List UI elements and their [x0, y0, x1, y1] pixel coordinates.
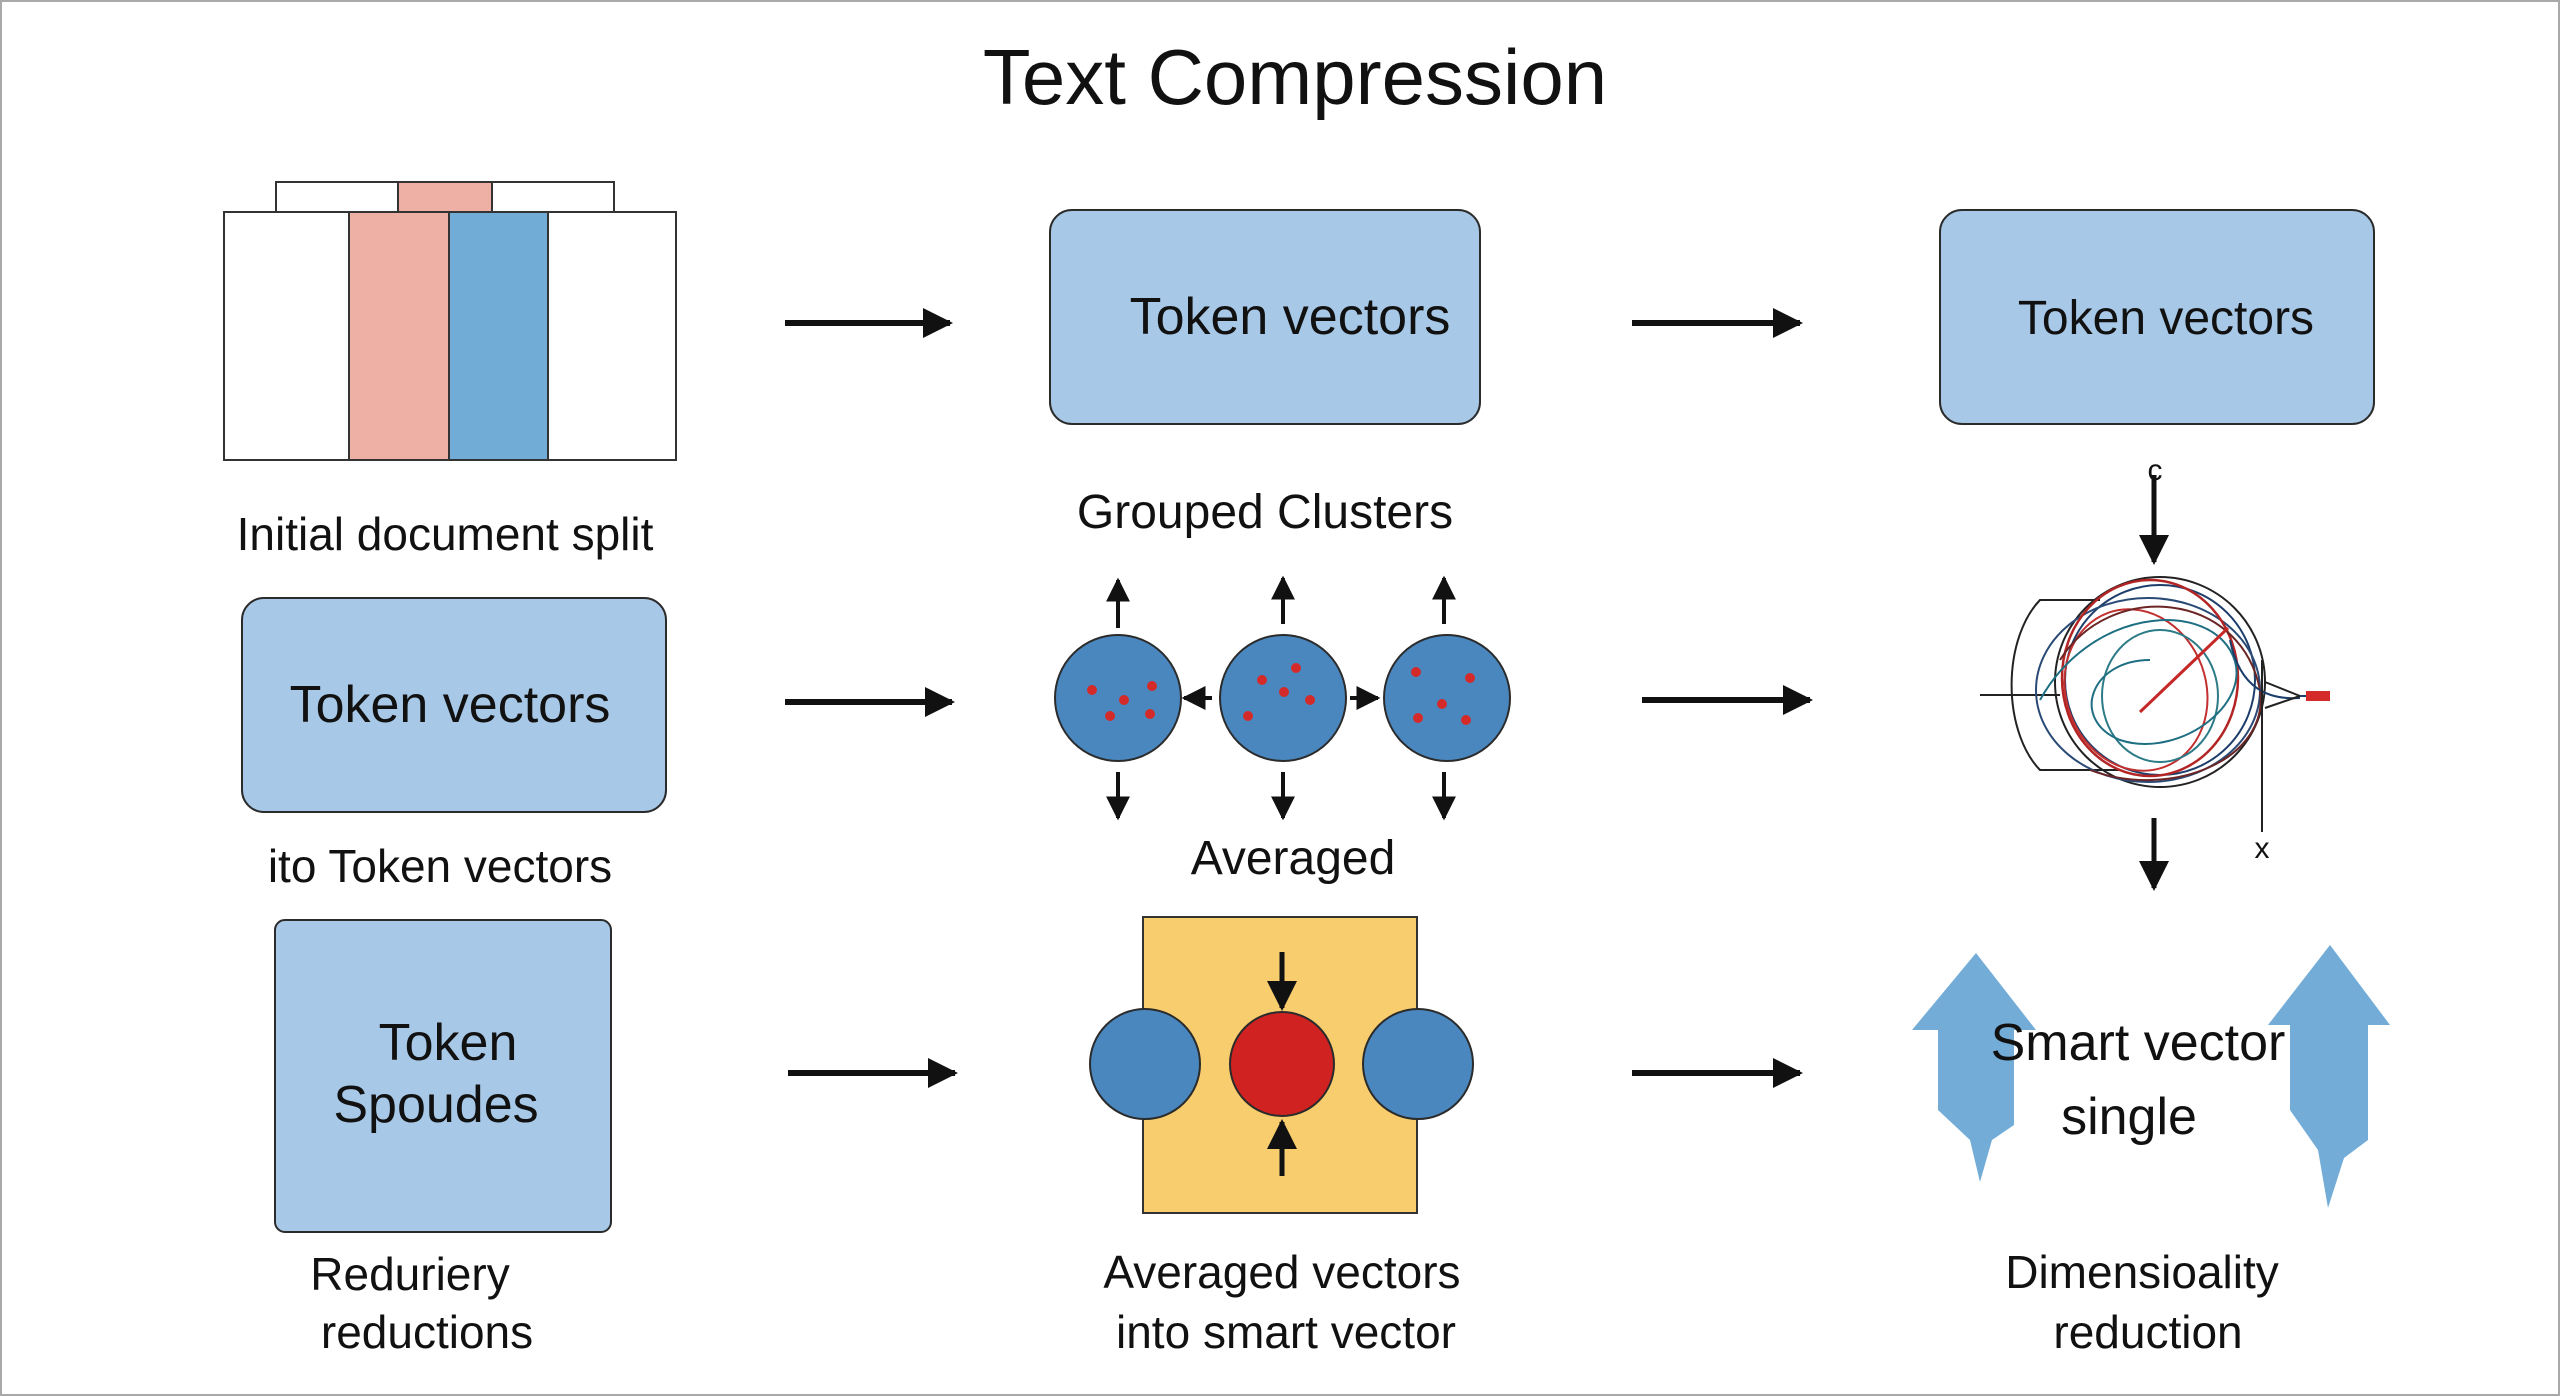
caption-averaged: Averaged	[1191, 832, 1396, 885]
token-spoudes-line1: Token	[379, 1014, 518, 1072]
token-vectors-box-row1-middle: Token vectors	[1049, 209, 1481, 425]
cluster-circle-middle	[1219, 634, 1347, 762]
caption-initial-document-split: Initial document split	[237, 508, 654, 560]
cluster-circle-left	[1054, 634, 1182, 762]
vector-circle-right	[1362, 1008, 1474, 1120]
caption-ito-token-vectors: ito Token vectors	[268, 840, 612, 892]
axis-label-c: c	[2148, 454, 2163, 487]
caption-reduriery-line2: reductions	[321, 1306, 533, 1358]
caption-dimensionality-line2: reduction	[2053, 1306, 2242, 1358]
caption-dimensionality-line1: Dimensioality	[2005, 1246, 2279, 1298]
token-spoudes-box: Token Spoudes	[274, 919, 612, 1233]
diagram-title: Text Compression	[983, 33, 1607, 121]
token-vectors-label: Token vectors	[2018, 292, 2314, 345]
cluster-group	[1054, 575, 1511, 821]
smart-vector-label-line1: Smart vector	[1991, 1014, 2286, 1072]
projection-scribble-illustration: c x	[1980, 454, 2330, 891]
token-vectors-label: Token vectors	[1130, 288, 1451, 346]
cluster-circle-right	[1383, 634, 1511, 762]
up-arrow-right-icon	[2268, 945, 2390, 1208]
caption-averaged-vectors-line2: into smart vector	[1116, 1306, 1456, 1358]
token-spoudes-line2: Spoudes	[333, 1076, 538, 1134]
smart-vector-circle	[1229, 1011, 1335, 1117]
averaging-illustration	[1089, 916, 1474, 1214]
axis-label-x: x	[2255, 832, 2270, 865]
token-vectors-label: Token vectors	[290, 676, 611, 734]
vector-circle-left	[1089, 1008, 1201, 1120]
token-vectors-box-row1-right: Token vectors	[1939, 209, 2375, 425]
smart-vector-label-line2: single	[2061, 1088, 2197, 1146]
caption-averaged-vectors-line1: Averaged vectors	[1103, 1246, 1460, 1298]
up-arrow-left-icon	[1912, 953, 2036, 1182]
caption-grouped-clusters: Grouped Clusters	[1077, 486, 1453, 539]
caption-reduriery-line1: Reduriery	[310, 1248, 509, 1300]
token-vectors-box-row2-left: Token vectors	[241, 597, 667, 813]
document-split-illustration	[223, 181, 677, 461]
